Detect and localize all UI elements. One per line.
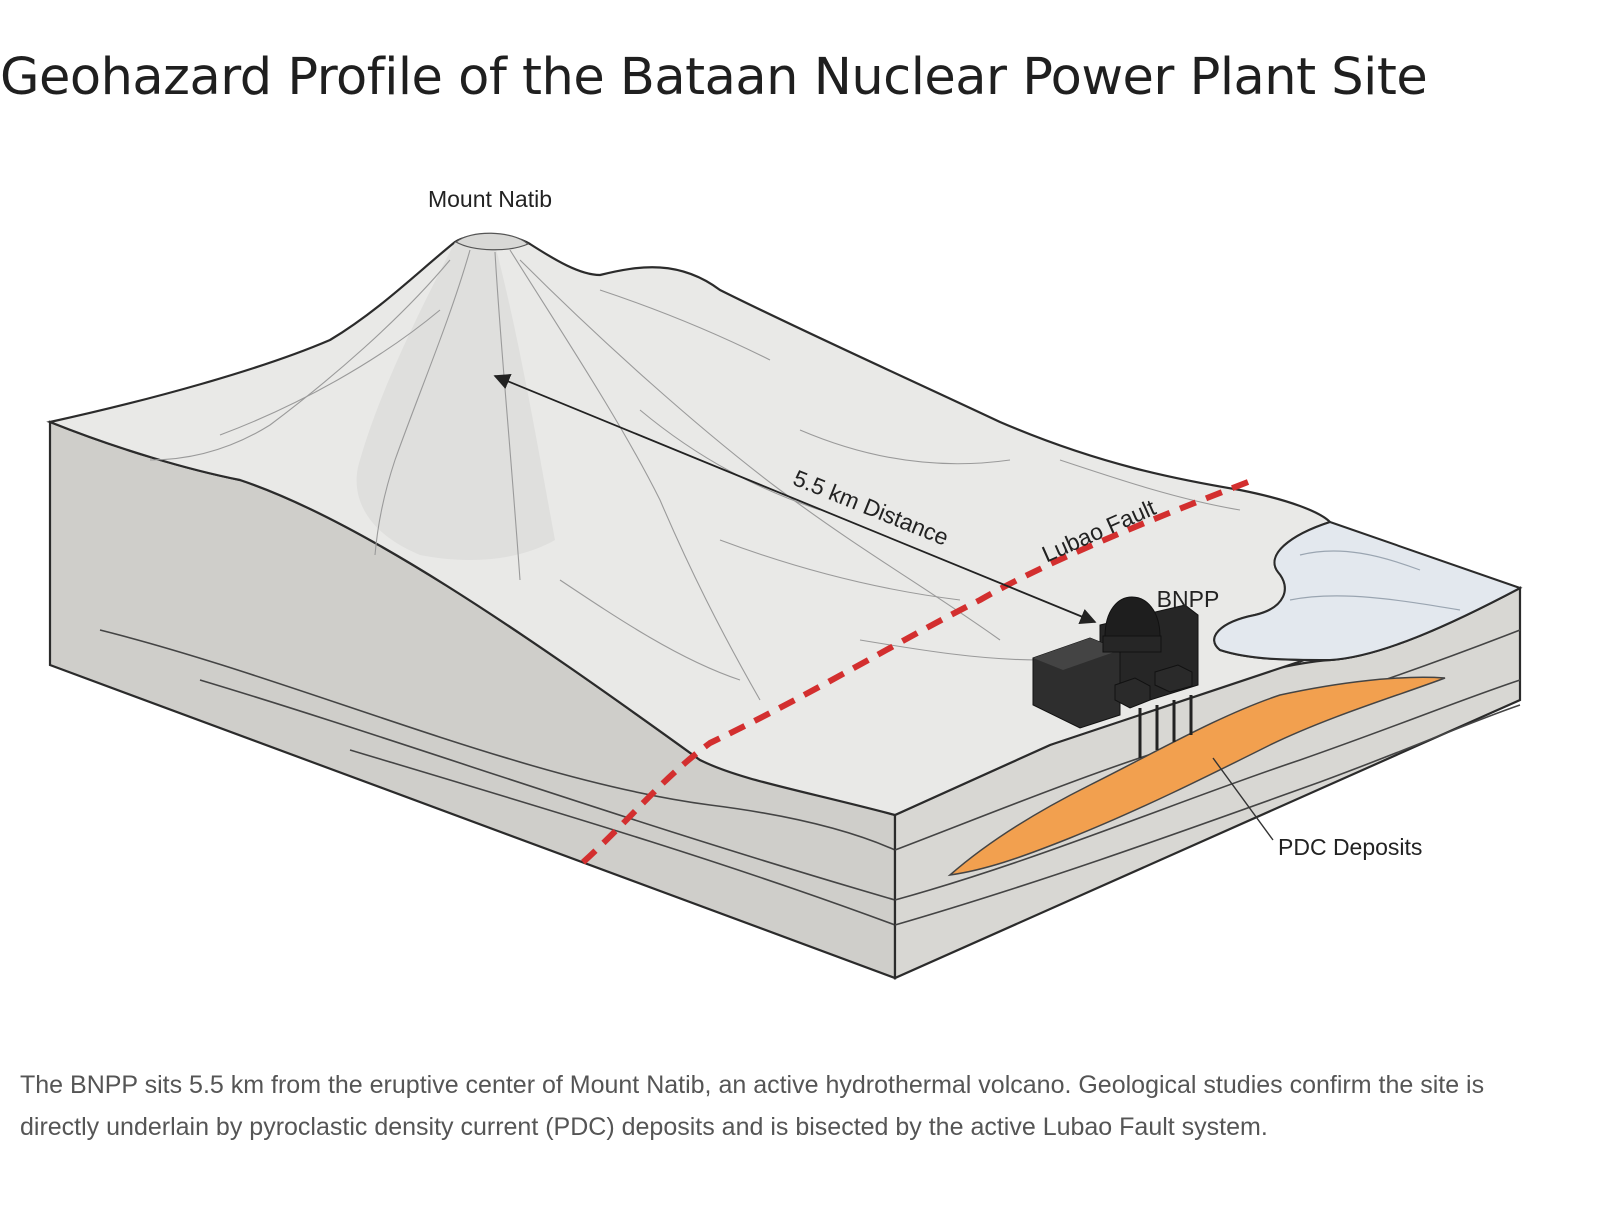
front-face-stratum-line	[894, 679, 1521, 901]
bnpp-label: BNPP	[1157, 586, 1220, 612]
page-title: Geohazard Profile of the Bataan Nuclear …	[0, 48, 1428, 107]
pdc-deposits-label: PDC Deposits	[1278, 834, 1422, 860]
pdc-leader-line	[1212, 757, 1274, 841]
left-face-stratum-line	[99, 629, 896, 851]
geohazard-block-diagram: Mount Natib 5.5 km Distance Lubao Fault …	[0, 160, 1600, 1020]
volcano-crater	[454, 232, 530, 251]
terrain-ridge-line	[374, 249, 471, 556]
mount-natib-label: Mount Natib	[428, 186, 552, 212]
terrain-ridge-line	[599, 289, 771, 361]
water-ripple	[1289, 595, 1461, 611]
terrain-ridge-line	[219, 309, 441, 436]
lubao-fault-line	[577, 479, 1250, 868]
bnpp-plant-icon	[1032, 596, 1199, 758]
left-face-stratum-line	[349, 749, 896, 926]
coastal-water	[1213, 520, 1523, 662]
terrain-ridge-line	[859, 639, 1041, 661]
left-face-stratum-line	[199, 679, 896, 901]
water-ripple	[1299, 550, 1421, 571]
terrain-ridge-line	[149, 259, 451, 461]
pdc-deposits-layer	[947, 676, 1446, 877]
front-face-stratum-line	[894, 704, 1521, 926]
distance-arrow	[493, 374, 1097, 624]
caption-text: The BNPP sits 5.5 km from the eruptive c…	[20, 1071, 1485, 1141]
